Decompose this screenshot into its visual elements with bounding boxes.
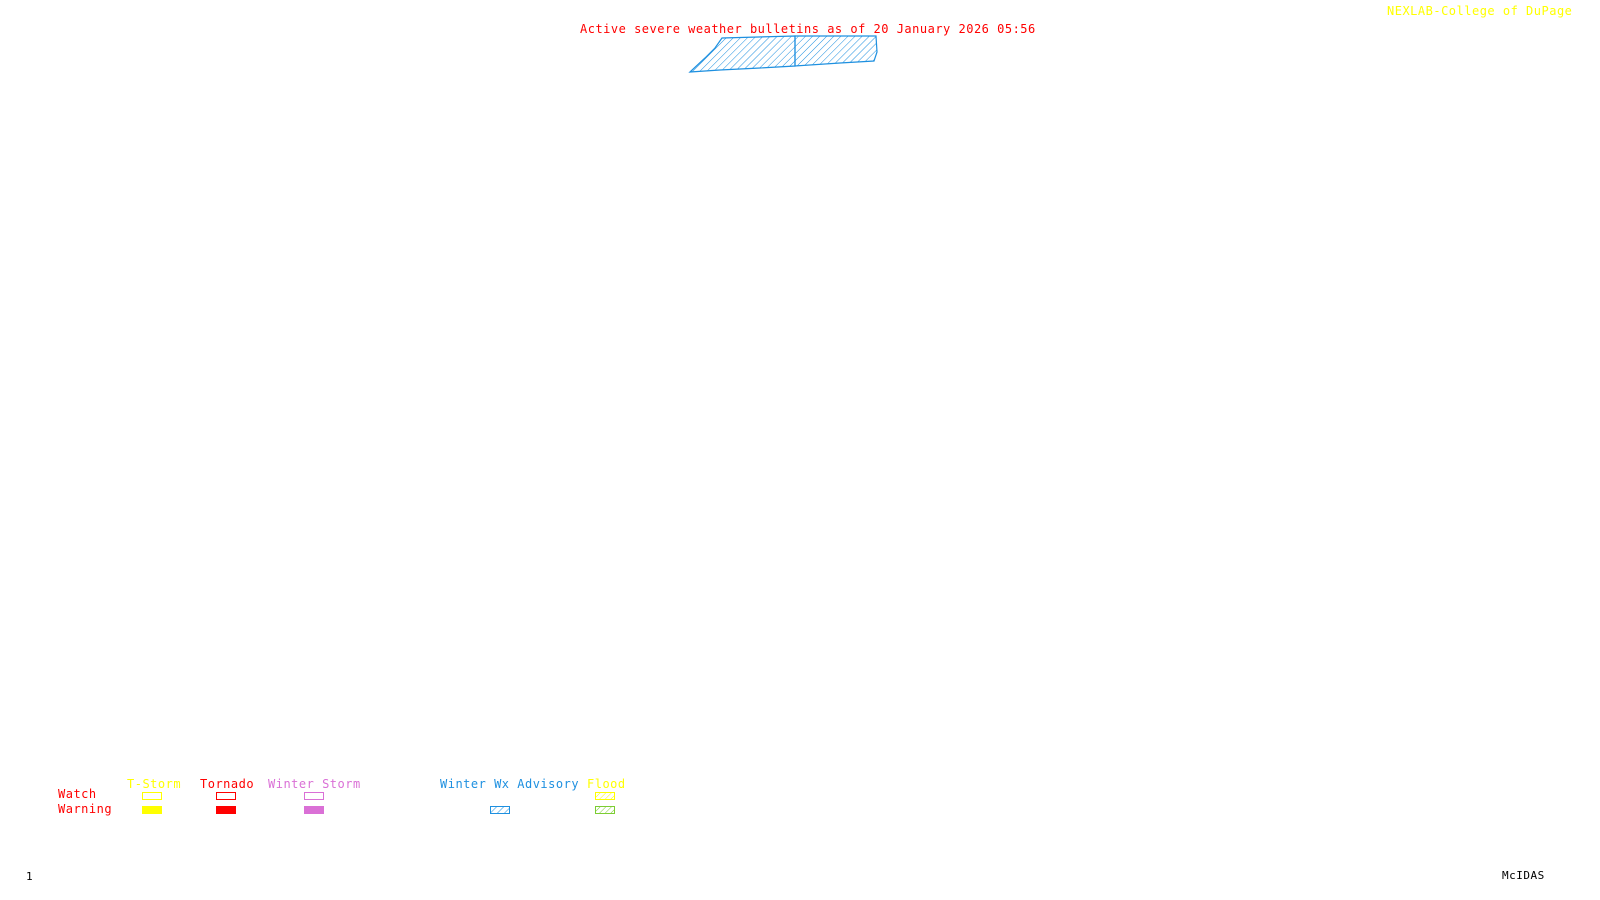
frame-number: 1 [26, 870, 34, 883]
tstorm-warning-swatch [142, 806, 162, 814]
winter-storm-watch-swatch [304, 792, 324, 800]
legend-winter-advisory-label: Winter Wx Advisory [440, 777, 580, 791]
legend-warning-label: Warning [58, 802, 113, 816]
legend-winter-storm-label: Winter Storm [268, 777, 361, 791]
legend-tstorm-label: T-Storm [127, 777, 182, 791]
tornado-watch-swatch [216, 792, 236, 800]
winter-advisory-swatch [490, 806, 510, 814]
tstorm-watch-swatch [142, 792, 162, 800]
legend-tornado-label: Tornado [200, 777, 255, 791]
software-label: McIDAS [1502, 869, 1545, 882]
advisory-zone-west[interactable] [688, 35, 796, 73]
advisory-zone-east[interactable] [794, 35, 878, 67]
flood-watch-swatch [595, 792, 615, 800]
legend-flood-label: Flood [587, 777, 626, 791]
legend-watch-label: Watch [58, 787, 97, 801]
winter-storm-warning-swatch [304, 806, 324, 814]
flood-warning-swatch [595, 806, 615, 814]
page-title: Active severe weather bulletins as of 20… [580, 22, 1036, 36]
credit-label: NEXLAB-College of DuPage [1387, 4, 1573, 18]
tornado-warning-swatch [216, 806, 236, 814]
